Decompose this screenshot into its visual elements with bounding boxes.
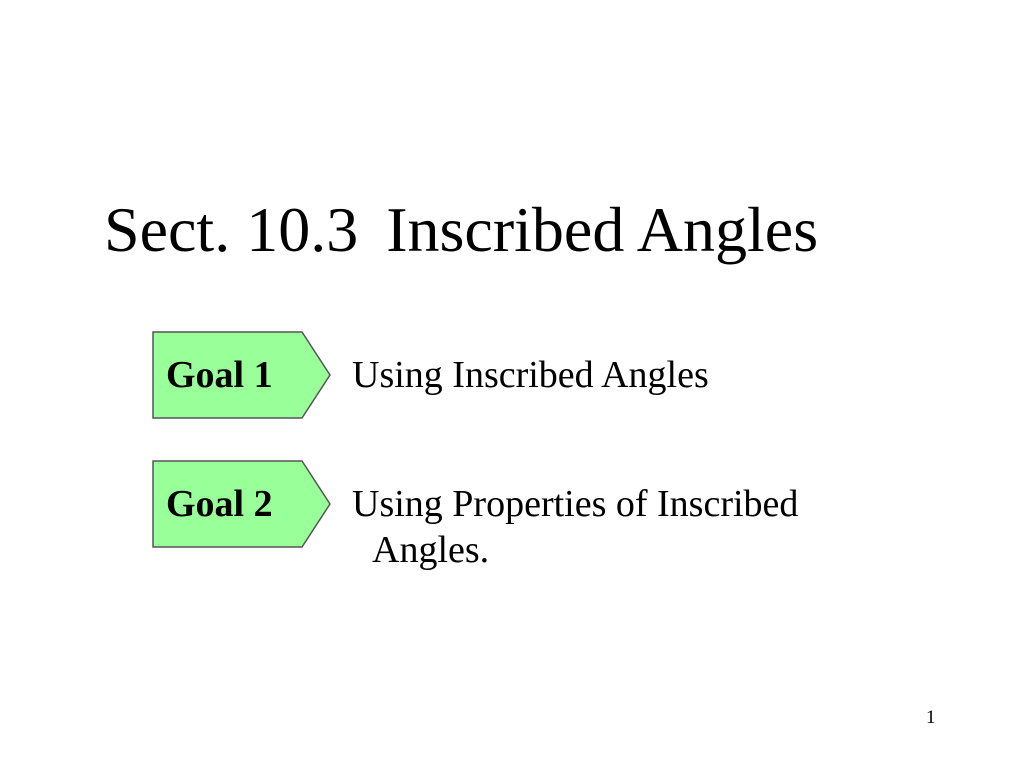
goal-2-badge: Goal 2 [152,460,332,548]
goal-2-label: Goal 2 [166,483,273,525]
goal-1-label: Goal 1 [166,354,273,396]
title-topic: Inscribed Angles [386,194,819,265]
goal-1-text: Using Inscribed Angles [352,354,709,396]
title-section: Sect. 10.3 [104,194,359,265]
goal-2-text-line-2: Angles. [372,529,490,571]
page-number: 1 [926,707,936,728]
goal-2-text-line-1: Using Properties of Inscribed [352,483,799,525]
goal-1-badge: Goal 1 [152,331,332,419]
goal-2-text: Using Properties of Inscribed Angles. [352,481,798,573]
slide-title: Sect. 10.3 Inscribed Angles [104,192,818,268]
